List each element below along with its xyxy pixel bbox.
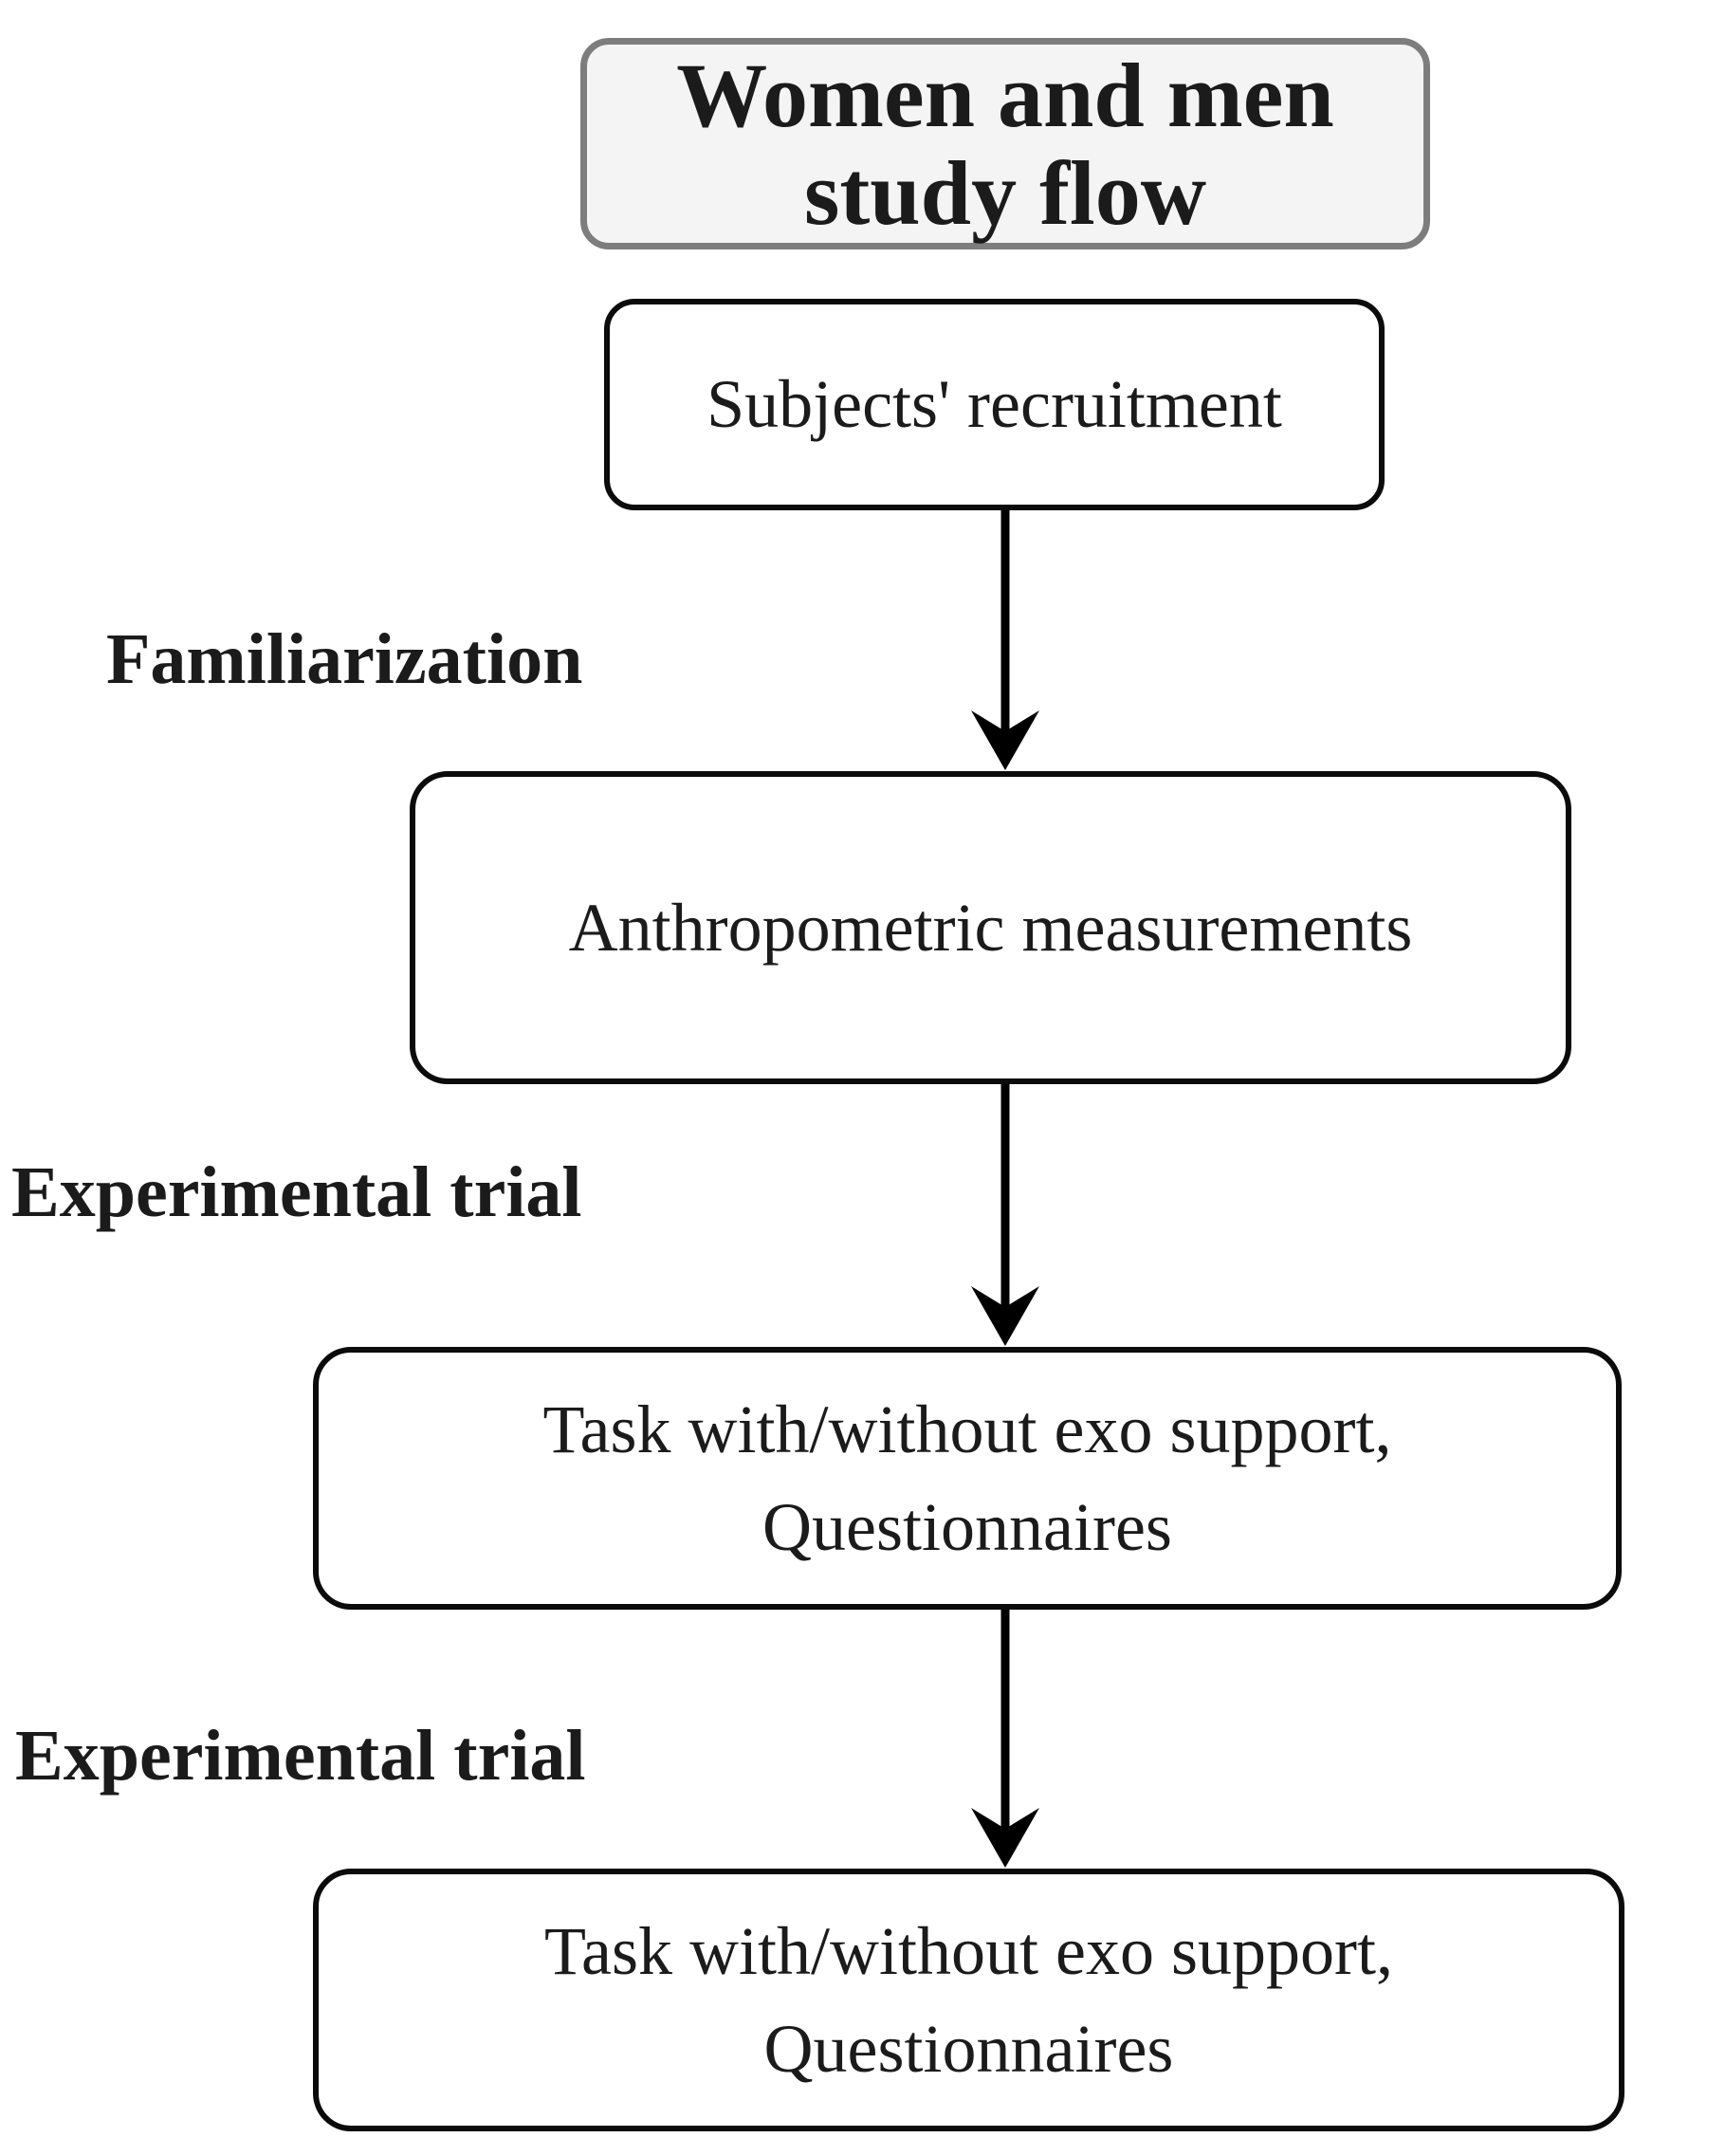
arrowhead-down-icon (971, 1808, 1039, 1868)
node-task-trial-2: Task with/without exo support, Questionn… (313, 1869, 1624, 2131)
arrow-trial-1-to-trial-2 (971, 1610, 1039, 1868)
stage-label-familiarization: Familiarization (106, 619, 583, 699)
arrowhead-down-icon (971, 1286, 1039, 1346)
stage-label-experimental-trial-2: Experimental trial (15, 1716, 586, 1796)
node-task-trial-1-line-2: Questionnaires (762, 1488, 1172, 1565)
node-task-trial-2-line-1: Task with/without exo support, (544, 1912, 1393, 1989)
node-task-trial-1-line-1: Task with/without exo support, (542, 1391, 1392, 1467)
title-line-2: study flow (803, 141, 1207, 244)
node-subjects-recruitment-label: Subjects' recruitment (707, 366, 1282, 442)
node-task-trial-1: Task with/without exo support, Questionn… (313, 1347, 1622, 1610)
node-anthropometric-measurements: Anthropometric measurements (410, 771, 1571, 1084)
arrow-recruitment-to-anthropometric (971, 510, 1039, 770)
node-anthropometric-measurements-label: Anthropometric measurements (568, 889, 1413, 966)
arrow-anthropometric-to-trial-1 (971, 1084, 1039, 1346)
title-line-1: Women and men (676, 44, 1334, 146)
title-box: Women and men study flow (580, 38, 1430, 249)
node-task-trial-2-line-2: Questionnaires (763, 2010, 1174, 2087)
node-subjects-recruitment: Subjects' recruitment (604, 299, 1385, 510)
stage-label-experimental-trial-1: Experimental trial (11, 1152, 582, 1232)
arrowhead-down-icon (971, 710, 1039, 770)
